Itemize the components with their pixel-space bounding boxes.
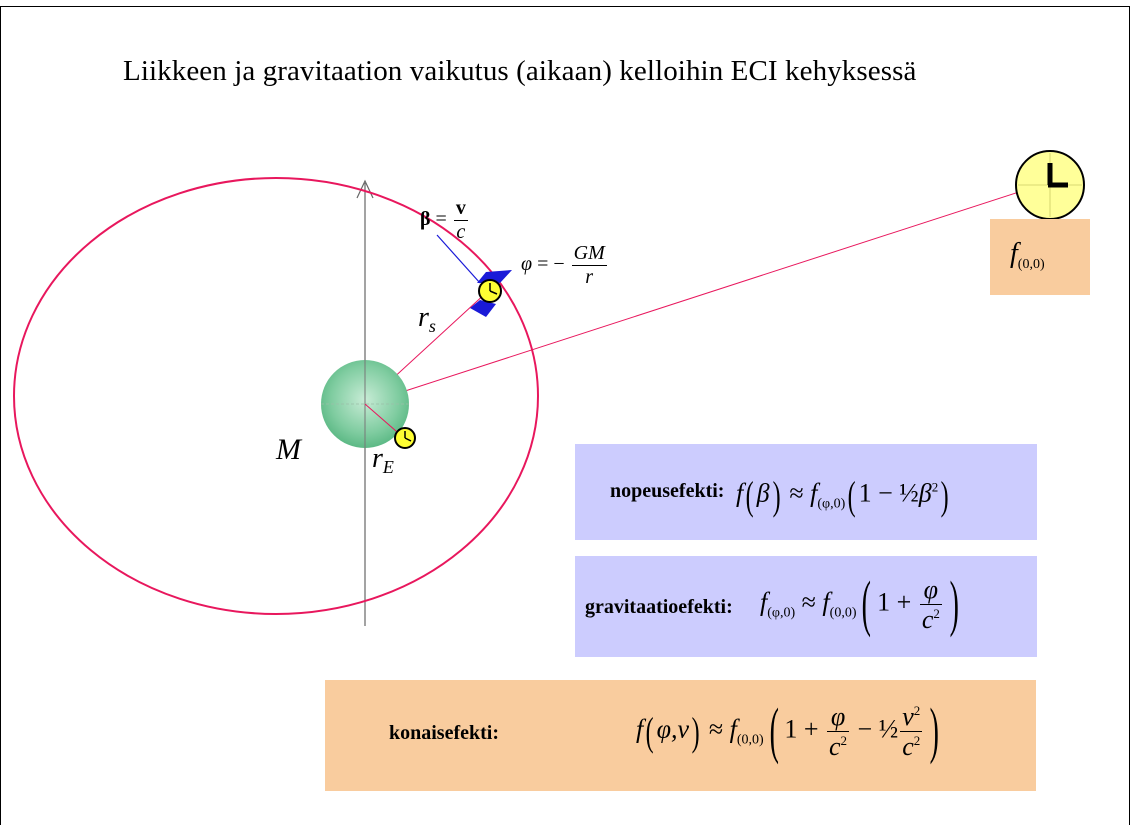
- mass-label: M: [276, 433, 301, 466]
- slide-title: Liikkeen ja gravitaation vaikutus (aikaa…: [123, 55, 917, 87]
- gravity-effect-box: [575, 556, 1037, 657]
- satellite-radius-label: rs: [418, 302, 436, 336]
- velocity-vector-line: [436, 234, 481, 284]
- satellite-icon: [470, 270, 512, 317]
- earth-radius-label: rE: [372, 443, 394, 477]
- line-to-reference-clock: [364, 189, 1026, 405]
- velocity-effect-label: nopeusefekti:: [610, 480, 725, 502]
- combined-effect-box: [325, 680, 1036, 791]
- reference-frequency-label: f(0,0): [1010, 238, 1045, 272]
- reference-frequency-box: [990, 219, 1090, 295]
- velocity-effect-formula: f(β) ≈ f(φ,0)(1 − ½β2): [736, 473, 949, 518]
- surface-clock-icon: [394, 427, 416, 449]
- gravity-effect-label: gravitaatioefekti:: [585, 596, 733, 618]
- reference-clock-icon: [1015, 150, 1085, 220]
- slide-frame: [0, 6, 1130, 825]
- combined-effect-label: konaisefekti:: [389, 722, 499, 744]
- velocity-effect-box: [575, 444, 1037, 540]
- orbit-ellipse: [13, 177, 539, 615]
